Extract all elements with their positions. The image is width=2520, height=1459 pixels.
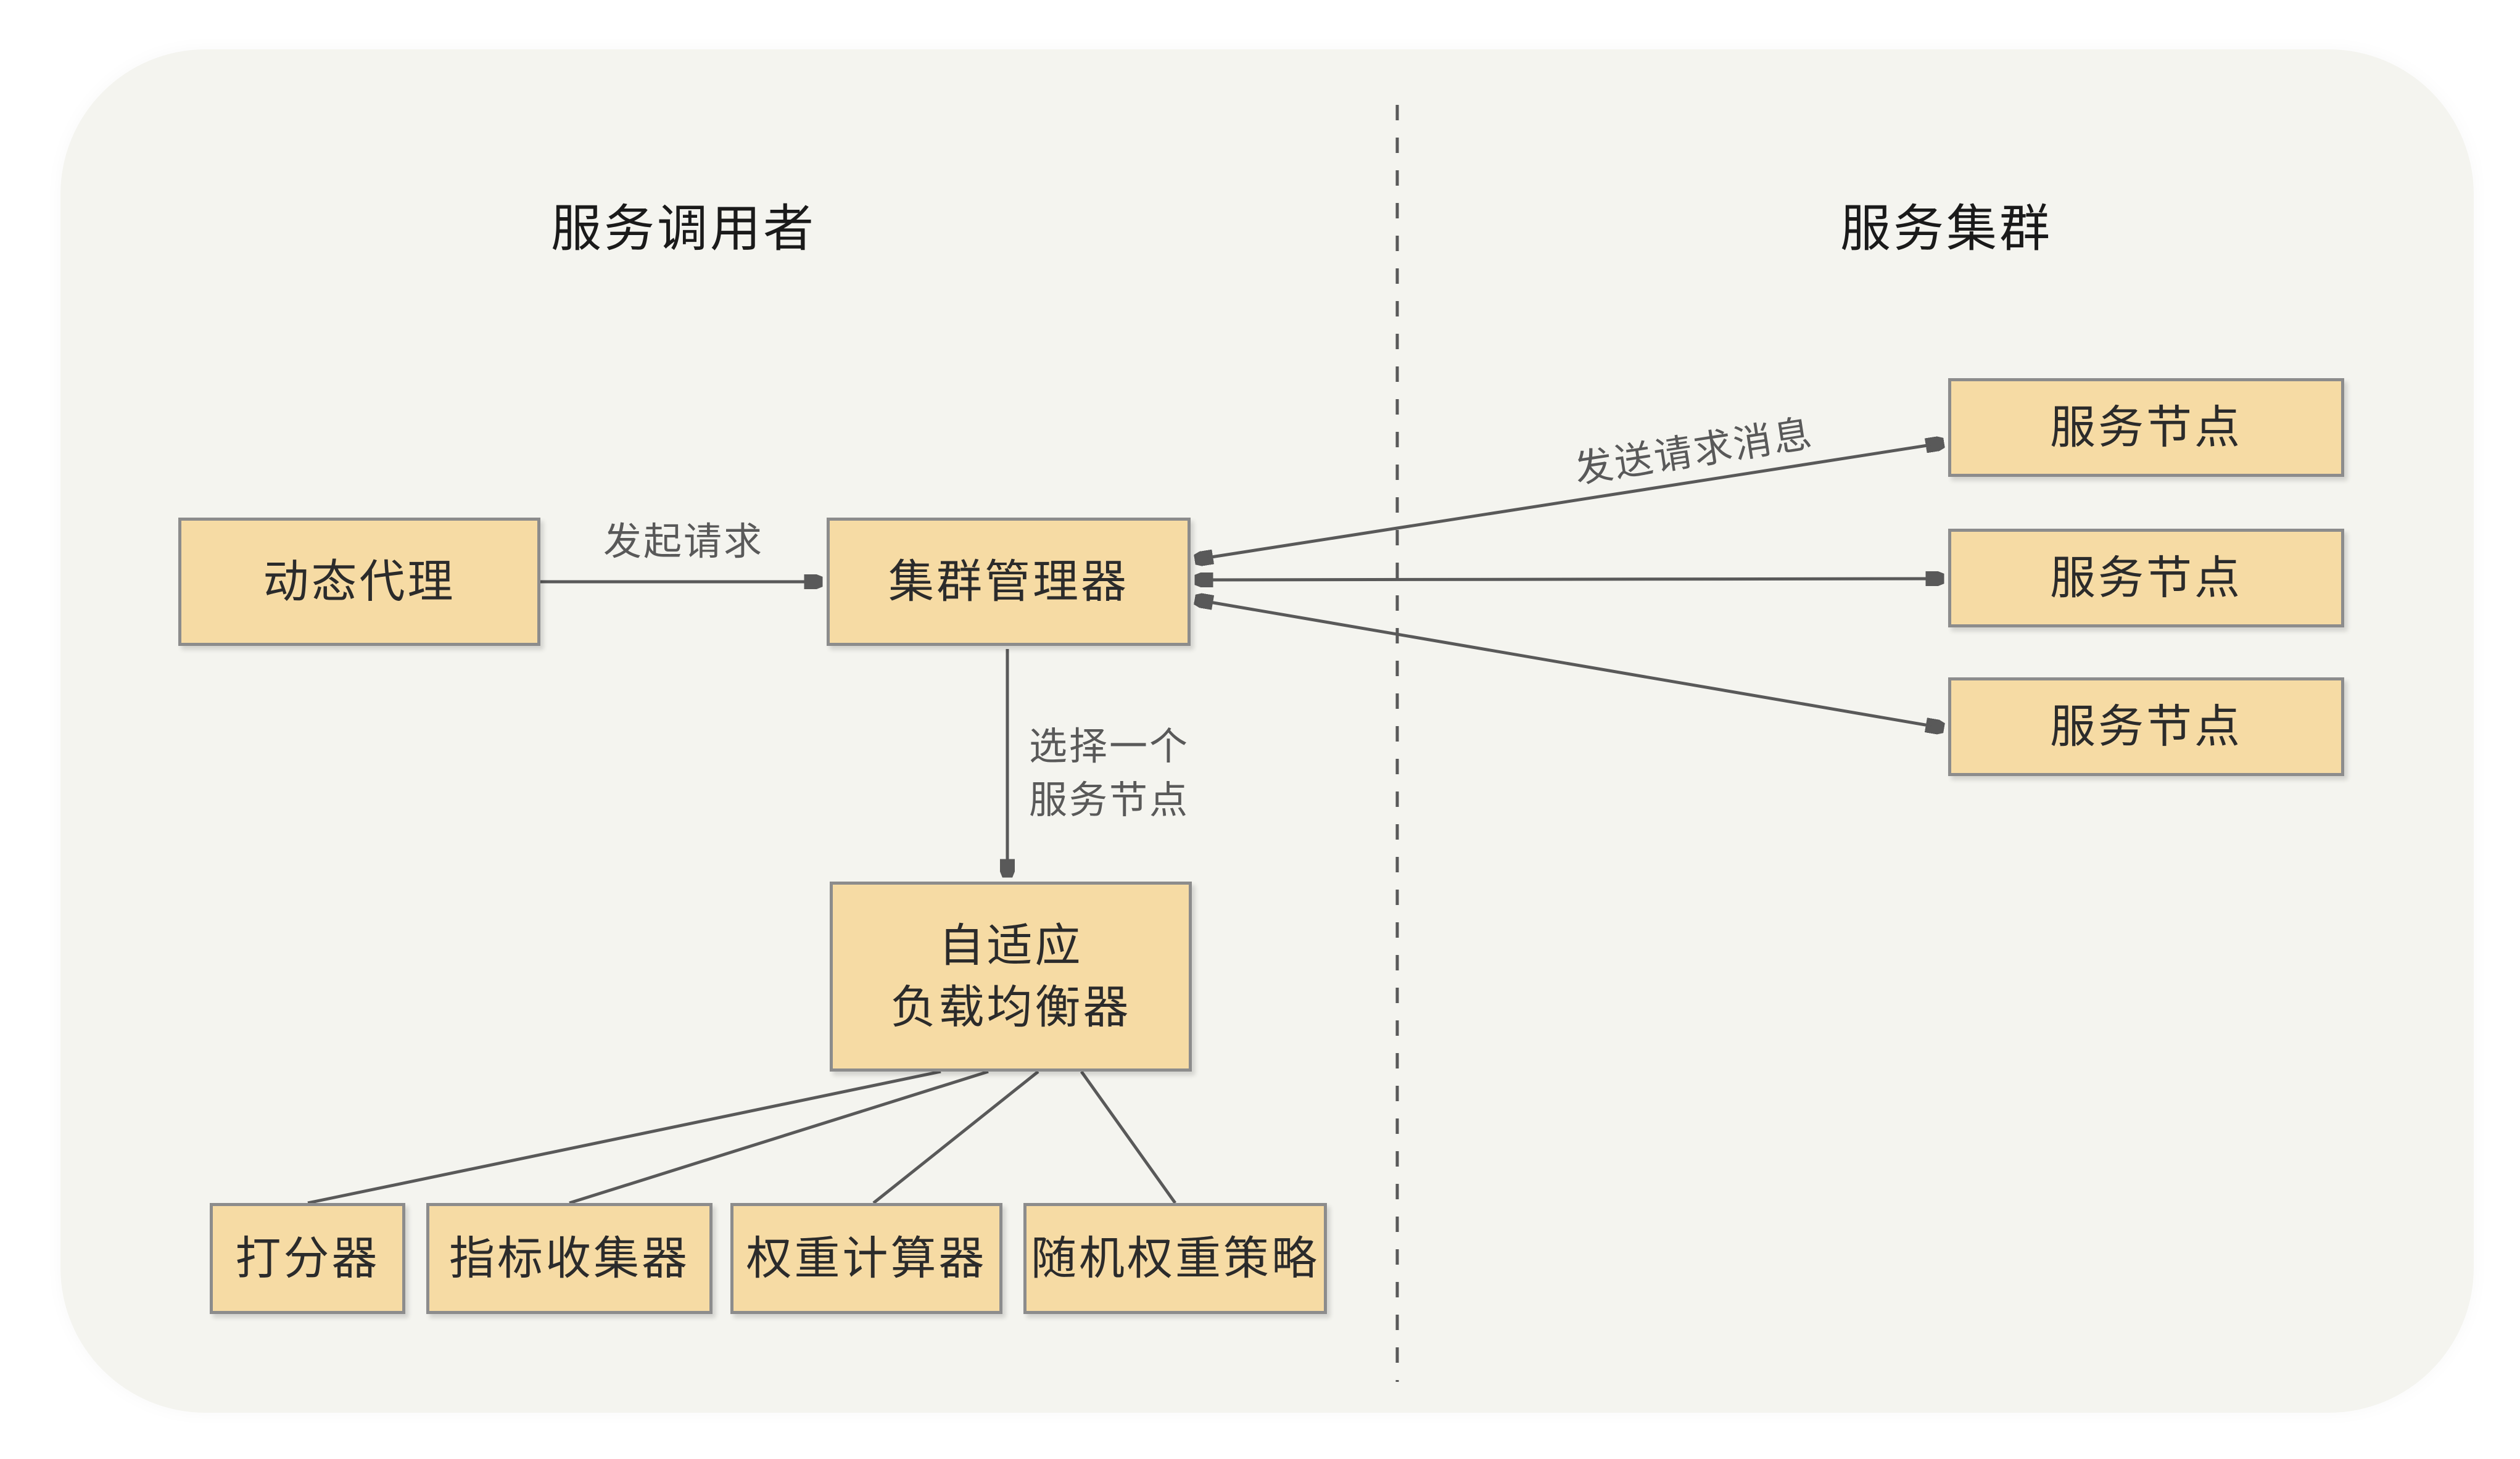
box-scorer-label: 打分器	[235, 1233, 380, 1284]
box-random-weight-strategy-label: 随机权重策略	[1031, 1233, 1320, 1284]
box-weight-calculator: 权重计算器	[730, 1203, 1002, 1314]
section-title-service-cluster: 服务集群	[1840, 200, 2053, 257]
box-cluster-manager-label: 集群管理器	[888, 556, 1129, 608]
edge-lb-scorer	[307, 1070, 941, 1205]
box-scorer: 打分器	[210, 1203, 405, 1314]
box-service-node-3-label: 服务节点	[2050, 701, 2242, 753]
edge-lb-metrics-collector	[569, 1070, 989, 1205]
box-dynamic-proxy: 动态代理	[178, 518, 540, 646]
edge-manager-node-middle	[1196, 579, 1943, 580]
edge-label-select-node: 选择一个 服务节点	[1029, 721, 1189, 828]
edge-manager-node-bottom	[1196, 600, 1943, 728]
box-adaptive-load-balancer: 自适应 负载均衡器	[830, 882, 1192, 1072]
box-metrics-collector: 指标收集器	[426, 1203, 713, 1314]
box-dynamic-proxy-label: 动态代理	[263, 556, 456, 608]
edge-lb-weight-calculator	[872, 1070, 1039, 1204]
box-adaptive-load-balancer-label-line1: 自适应	[938, 920, 1083, 972]
box-cluster-manager: 集群管理器	[827, 518, 1191, 646]
box-service-node-1-label: 服务节点	[2050, 402, 2242, 453]
edge-label-select-node-line2: 服务节点	[1029, 779, 1190, 822]
box-service-node-3: 服务节点	[1948, 677, 2344, 776]
box-service-node-2: 服务节点	[1948, 529, 2344, 627]
box-service-node-1: 服务节点	[1948, 378, 2344, 477]
box-random-weight-strategy: 随机权重策略	[1023, 1203, 1327, 1314]
box-adaptive-load-balancer-label-line2: 负载均衡器	[890, 982, 1131, 1033]
edge-label-initiate-request: 发起请求	[603, 521, 764, 563]
edge-manager-node-top	[1196, 443, 1943, 560]
box-weight-calculator-label: 权重计算器	[746, 1233, 987, 1284]
edge-label-select-node-line1: 选择一个	[1029, 725, 1190, 768]
section-title-service-caller: 服务调用者	[550, 200, 817, 257]
box-service-node-2-label: 服务节点	[2050, 552, 2242, 604]
edge-lb-random-weight-strategy	[1080, 1070, 1177, 1204]
box-metrics-collector-label: 指标收集器	[449, 1233, 690, 1284]
